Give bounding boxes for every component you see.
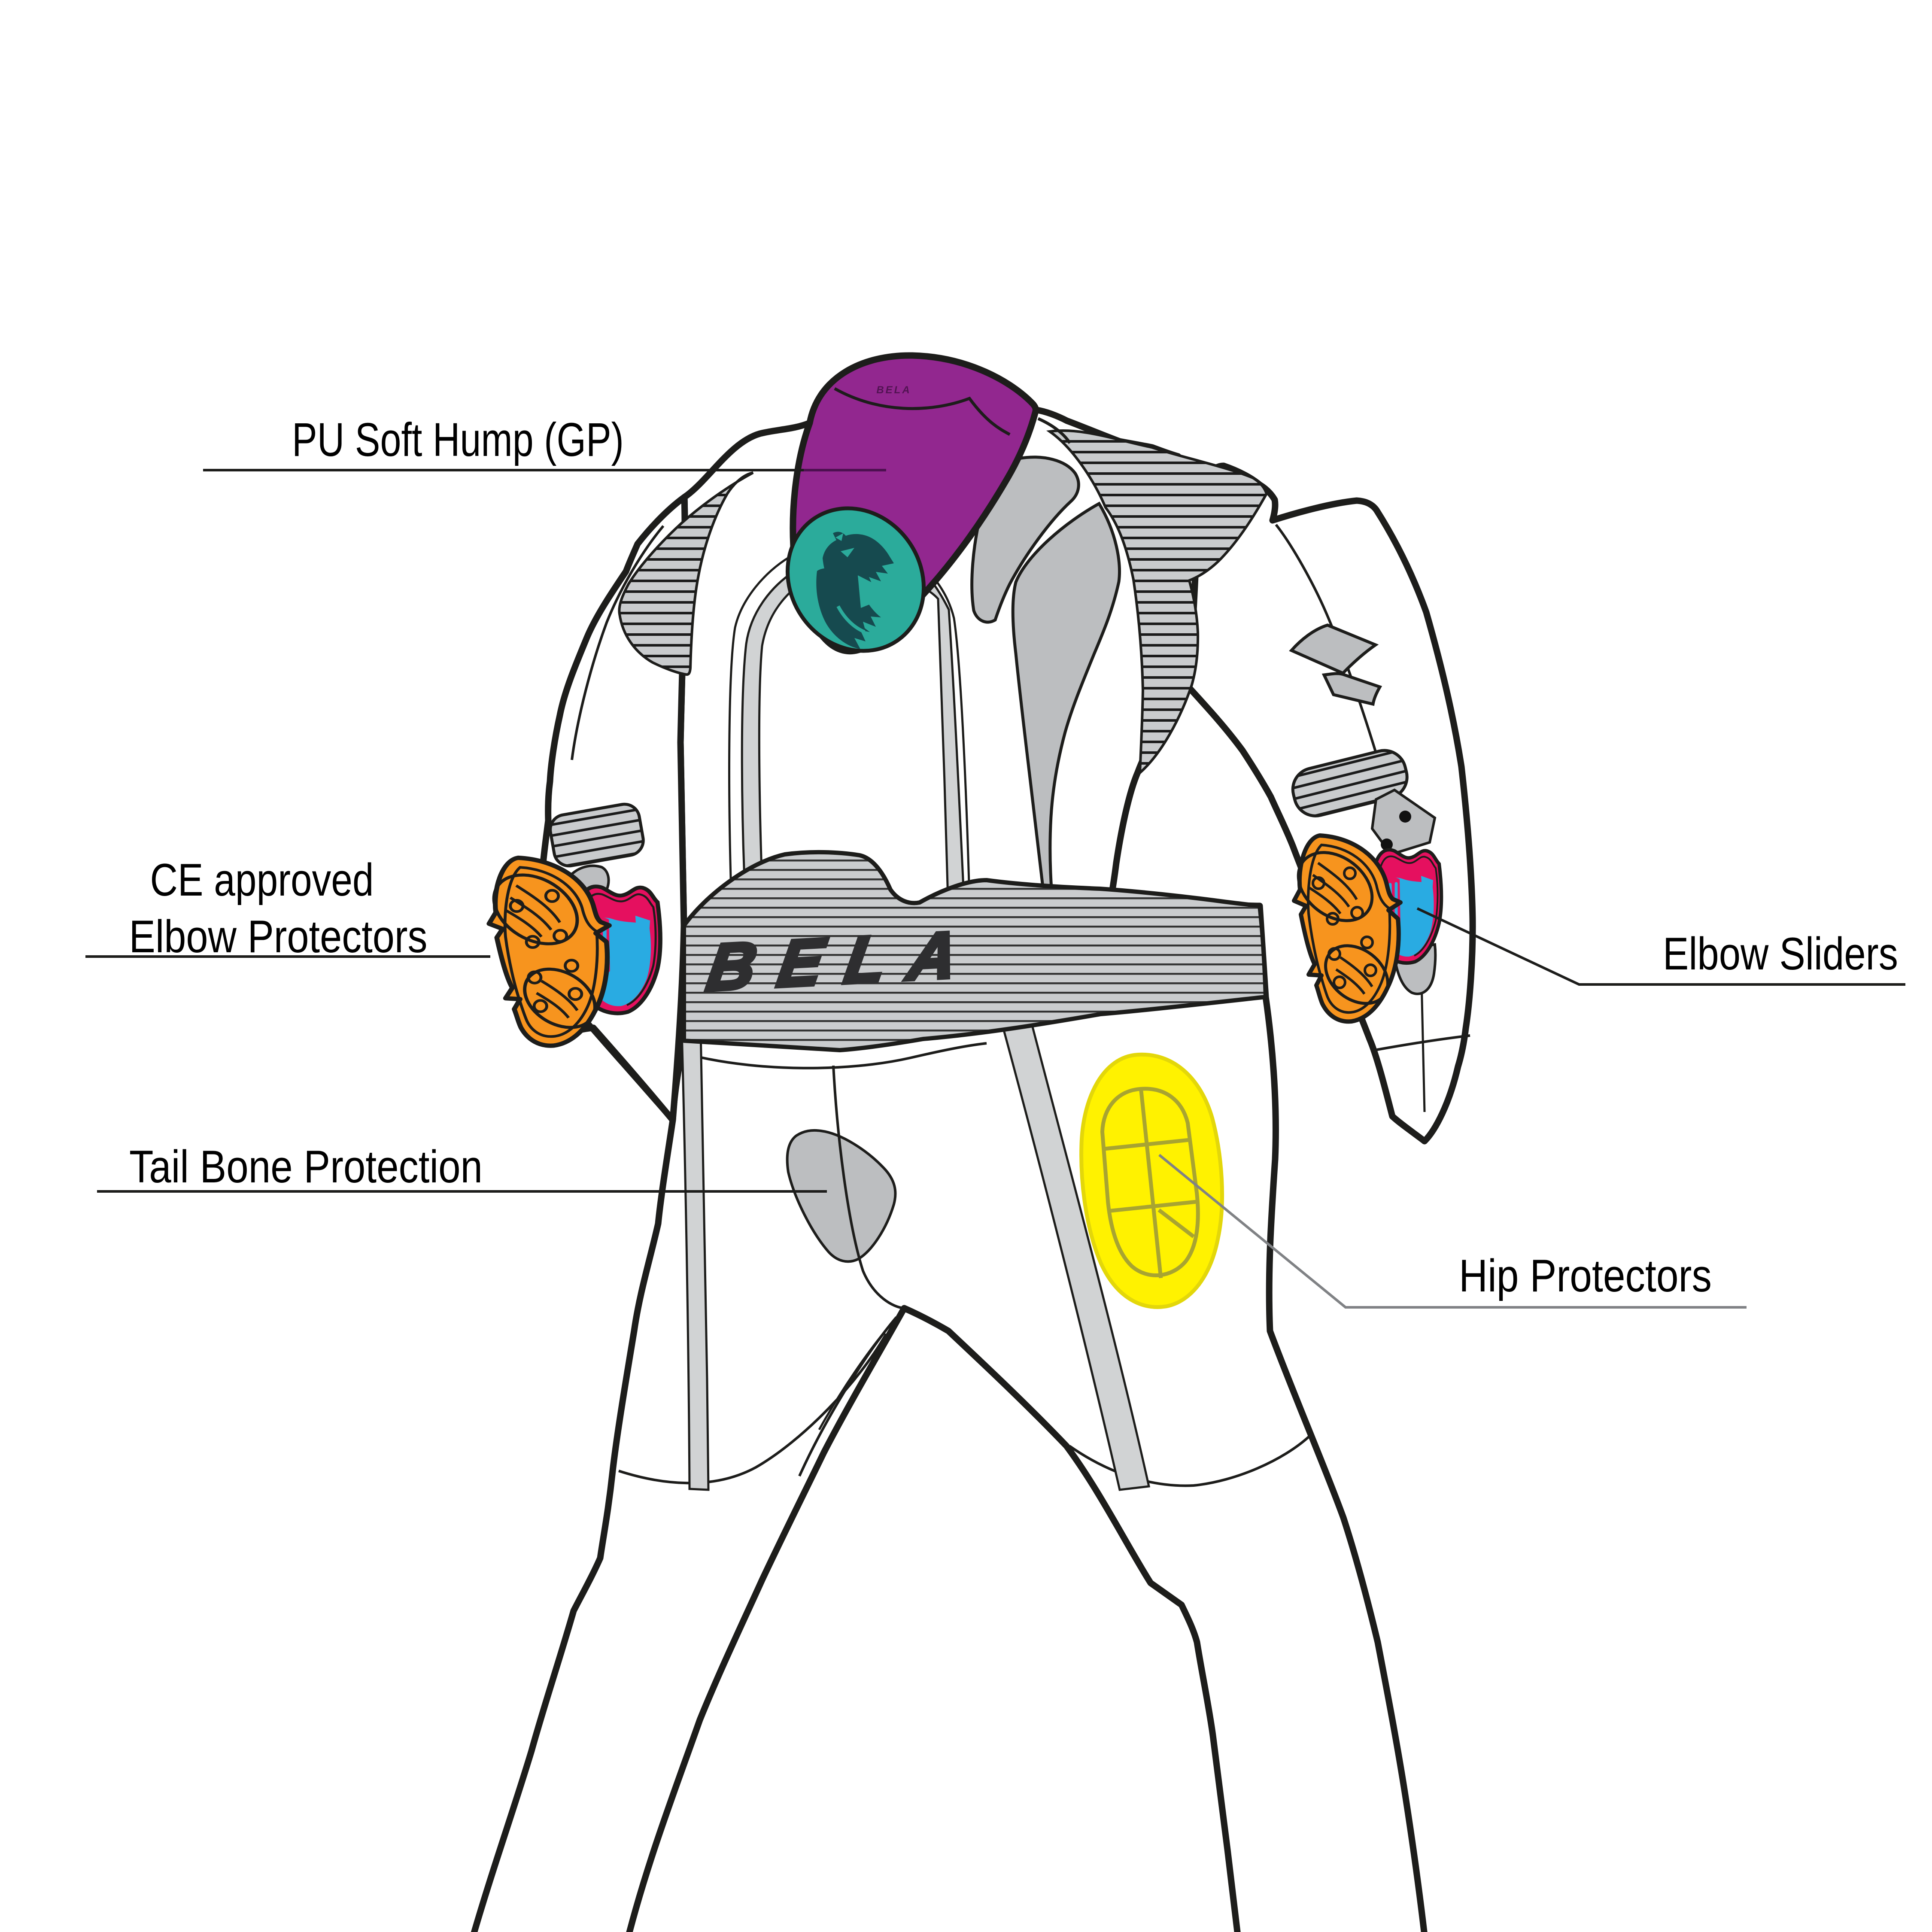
svg-text:Hip Protectors: Hip Protectors <box>1459 1250 1712 1301</box>
svg-text:CE approved: CE approved <box>150 854 374 905</box>
svg-text:BELA: BELA <box>876 384 911 396</box>
svg-text:PU Soft Hump (GP): PU Soft Hump (GP) <box>292 413 624 466</box>
svg-text:Elbow Sliders: Elbow Sliders <box>1663 928 1898 979</box>
svg-text:BELA: BELA <box>702 917 986 1005</box>
svg-text:Elbow Protectors: Elbow Protectors <box>129 911 428 962</box>
svg-text:Tail Bone Protection: Tail Bone Protection <box>129 1141 483 1192</box>
